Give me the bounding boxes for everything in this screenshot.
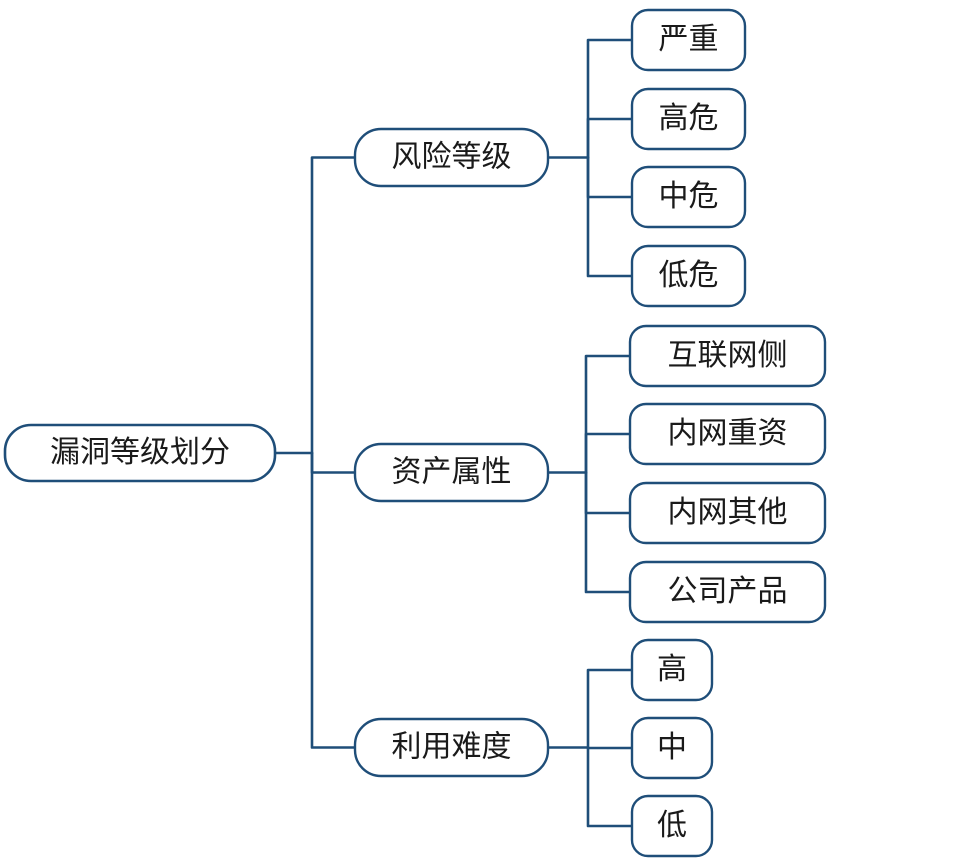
leaf-node-exploit-difficulty-0[interactable]: 高 (630, 638, 714, 702)
branch-node-asset-attribute[interactable]: 资产属性 (353, 442, 550, 503)
leaf-node-exploit-difficulty-2[interactable]: 低 (630, 794, 714, 858)
branch-node-asset-attribute-label: 资产属性 (392, 455, 512, 488)
leaf-node-asset-attribute-1-label: 内网重资 (668, 417, 788, 450)
leaf-node-asset-attribute-3-box (628, 560, 827, 624)
branch-node-exploit-difficulty-label: 利用难度 (392, 730, 512, 763)
leaf-node-asset-attribute-2-box (628, 481, 827, 545)
leaf-node-exploit-difficulty-1[interactable]: 中 (630, 716, 714, 780)
leaf-node-risk-level-0-label: 严重 (659, 23, 719, 56)
connector-branch-0-leaf-3 (586, 156, 634, 278)
leaf-node-exploit-difficulty-0-box (630, 638, 714, 702)
leaf-node-asset-attribute-3[interactable]: 公司产品 (628, 560, 827, 624)
leaf-node-risk-level-1-label: 高危 (659, 102, 719, 135)
leaf-node-risk-level-3-box (630, 244, 747, 308)
connector-branch-0-leaf-2 (586, 156, 634, 199)
leaf-node-exploit-difficulty-0-label: 高 (657, 653, 687, 686)
connector-branch-1-leaf-1 (584, 432, 632, 474)
leaf-node-asset-attribute-3-label: 公司产品 (668, 575, 788, 608)
connector-layer (273, 38, 634, 828)
branch-node-exploit-difficulty[interactable]: 利用难度 (353, 717, 550, 778)
connector-root-to-branch-1 (310, 451, 357, 474)
branch-node-risk-level-label: 风险等级 (392, 140, 512, 173)
root-node-box (3, 423, 277, 483)
leaf-node-exploit-difficulty-2-label: 低 (657, 809, 687, 842)
leaf-node-asset-attribute-0-label: 互联网侧 (668, 339, 788, 372)
leaf-node-asset-attribute-2-label: 内网其他 (668, 496, 788, 529)
leaf-node-asset-attribute-0-box (628, 324, 827, 388)
leaf-node-risk-level-0[interactable]: 严重 (630, 8, 747, 72)
leaf-node-risk-level-3-label: 低危 (659, 259, 719, 292)
leaf-node-asset-attribute-0[interactable]: 互联网侧 (628, 324, 827, 388)
leaf-node-risk-level-0-box (630, 8, 747, 72)
connector-branch-0-leaf-0 (586, 38, 634, 159)
branch-node-risk-level-box (353, 127, 550, 188)
leaf-node-risk-level-2-label: 中危 (659, 180, 719, 213)
branch-node-exploit-difficulty-box (353, 717, 550, 778)
leaf-node-asset-attribute-2[interactable]: 内网其他 (628, 481, 827, 545)
leaf-node-exploit-difficulty-2-box (630, 794, 714, 858)
root-node[interactable]: 漏洞等级划分 (3, 423, 277, 483)
leaf-node-risk-level-2[interactable]: 中危 (630, 165, 747, 229)
leaf-node-risk-level-2-box (630, 165, 747, 229)
connector-branch-1-leaf-0 (584, 354, 632, 474)
connector-root-to-branch-0 (310, 156, 357, 455)
leaf-node-risk-level-3[interactable]: 低危 (630, 244, 747, 308)
leaf-node-asset-attribute-1-box (628, 402, 827, 466)
connector-branch-2-leaf-2 (586, 746, 634, 828)
connector-branch-0-leaf-1 (586, 117, 634, 159)
leaf-node-asset-attribute-1[interactable]: 内网重资 (628, 402, 827, 466)
leaf-node-risk-level-1-box (630, 87, 747, 151)
branch-node-risk-level[interactable]: 风险等级 (353, 127, 550, 188)
connector-branch-1-leaf-2 (584, 471, 632, 515)
leaf-node-risk-level-1[interactable]: 高危 (630, 87, 747, 151)
connector-root-to-branch-2 (310, 451, 357, 749)
leaf-node-exploit-difficulty-1-label: 中 (657, 731, 687, 764)
root-node-label: 漏洞等级划分 (50, 436, 230, 469)
connector-branch-2-leaf-0 (586, 668, 634, 749)
leaf-node-exploit-difficulty-1-box (630, 716, 714, 780)
branch-node-asset-attribute-box (353, 442, 550, 503)
connector-branch-1-leaf-3 (584, 471, 632, 594)
